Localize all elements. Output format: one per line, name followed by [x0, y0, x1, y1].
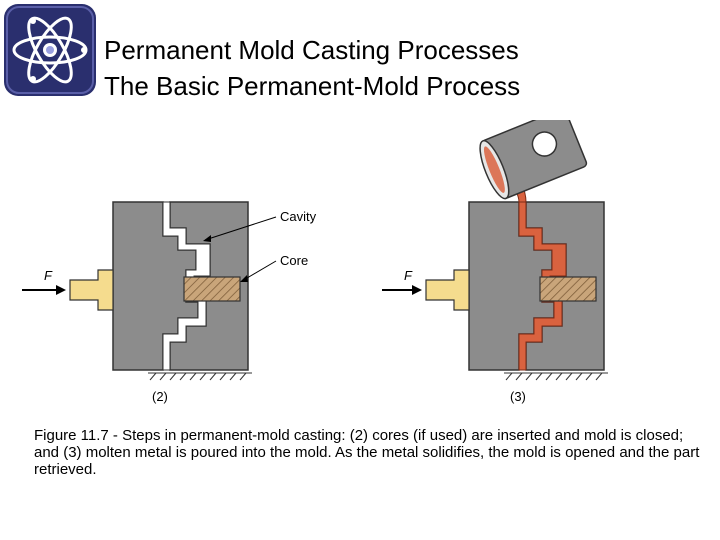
label-core: Core — [280, 253, 308, 268]
label-cavity: Cavity — [280, 209, 317, 224]
step-2-diagram: F Cavity Core (2) — [22, 201, 317, 404]
permanent-mold-figure: F Cavity Core (2) — [22, 120, 608, 404]
force-arrow-right — [412, 285, 422, 295]
step-label-3: (3) — [510, 389, 526, 404]
ground-left — [148, 372, 252, 381]
press-plunger-left — [69, 269, 114, 311]
figure-caption: Figure 11.7 ‑ Steps in permanent-mold ca… — [34, 427, 700, 478]
ground-right — [504, 372, 608, 381]
atom-logo-icon — [4, 4, 96, 96]
title-line-2: The Basic Permanent-Mold Process — [104, 71, 521, 101]
force-arrow-left — [56, 285, 66, 295]
core — [183, 276, 241, 302]
step-3-diagram: F (3) — [382, 120, 608, 404]
title-line-1: Permanent Mold Casting Processes — [104, 35, 519, 65]
core-3 — [539, 276, 597, 302]
press-plunger-right — [425, 269, 470, 311]
step-label-2: (2) — [152, 389, 168, 404]
ladle-icon — [479, 120, 588, 200]
force-label-right: F — [404, 268, 413, 283]
slide-title: Permanent Mold Casting Processes The Bas… — [104, 32, 704, 104]
force-label-left: F — [44, 268, 53, 283]
